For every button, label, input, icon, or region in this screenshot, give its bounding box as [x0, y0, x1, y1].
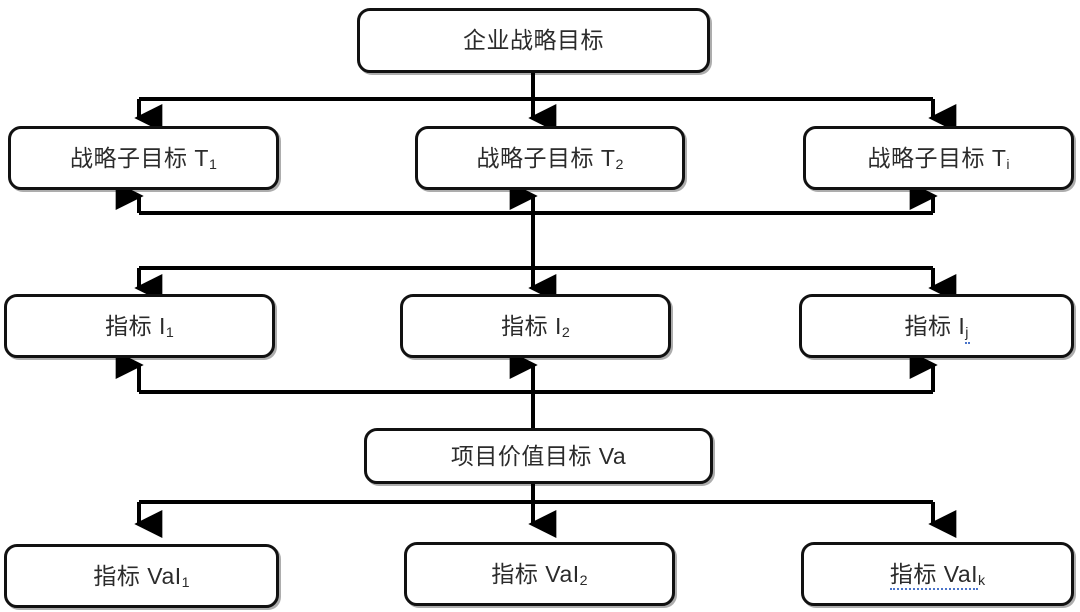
node-indicator-i2[interactable]: 指标 I2	[400, 294, 671, 358]
node-label: 战略子目标 Ti	[867, 144, 1010, 174]
node-label-subscript: i	[1006, 157, 1010, 174]
node-label-subscript: k	[978, 573, 986, 590]
node-label-base: 战略子目标 T	[70, 144, 209, 171]
node-label: 指标 VaIk	[889, 560, 986, 590]
node-label: 指标 VaI2	[491, 560, 588, 590]
node-label-base: 战略子目标 T	[867, 144, 1007, 171]
node-strategy-subgoal-t1[interactable]: 战略子目标 T1	[8, 126, 279, 190]
node-label: 指标 I2	[501, 312, 570, 342]
node-label-base: 指标 I	[105, 312, 166, 339]
node-label: 企业战略目标	[463, 27, 604, 53]
node-label-base: 战略子目标 T	[476, 144, 616, 171]
node-label-base: 指标 I	[501, 312, 562, 339]
node-label-base: 指标 VaI	[93, 562, 182, 589]
node-label-base: 指标 I	[904, 312, 966, 339]
node-value-indicator-vaik[interactable]: 指标 VaIk	[801, 542, 1074, 606]
node-value-indicator-vai2[interactable]: 指标 VaI2	[404, 542, 675, 606]
node-label: 指标 Ij	[904, 312, 969, 345]
node-strategy-subgoal-ti[interactable]: 战略子目标 Ti	[803, 126, 1074, 190]
node-project-value-goal[interactable]: 项目价值目标 Va	[364, 428, 713, 484]
node-label-subscript: 1	[209, 157, 217, 174]
node-label-subscript: 2	[615, 157, 624, 174]
node-indicator-i1[interactable]: 指标 I1	[4, 294, 275, 358]
node-label: 项目价值目标 Va	[450, 442, 627, 469]
node-label-subscript: 2	[561, 325, 570, 342]
node-strategy-subgoal-t2[interactable]: 战略子目标 T2	[415, 126, 685, 190]
node-label: 指标 VaI1	[93, 562, 190, 592]
node-enterprise-strategy-goal[interactable]: 企业战略目标	[357, 8, 710, 73]
node-label-subscript: 1	[181, 575, 190, 592]
node-label-subscript: 2	[579, 573, 588, 590]
node-label: 战略子目标 T2	[476, 144, 624, 174]
node-label-subscript: 1	[165, 325, 174, 342]
node-label-base: 指标 VaI	[491, 560, 580, 587]
node-label: 战略子目标 T1	[70, 144, 217, 174]
node-label-subscript: j	[965, 325, 969, 345]
node-label-base: 指标 VaI	[889, 560, 979, 590]
node-value-indicator-vai1[interactable]: 指标 VaI1	[4, 544, 279, 608]
node-indicator-ij[interactable]: 指标 Ij	[799, 294, 1074, 358]
node-label: 指标 I1	[105, 312, 174, 342]
